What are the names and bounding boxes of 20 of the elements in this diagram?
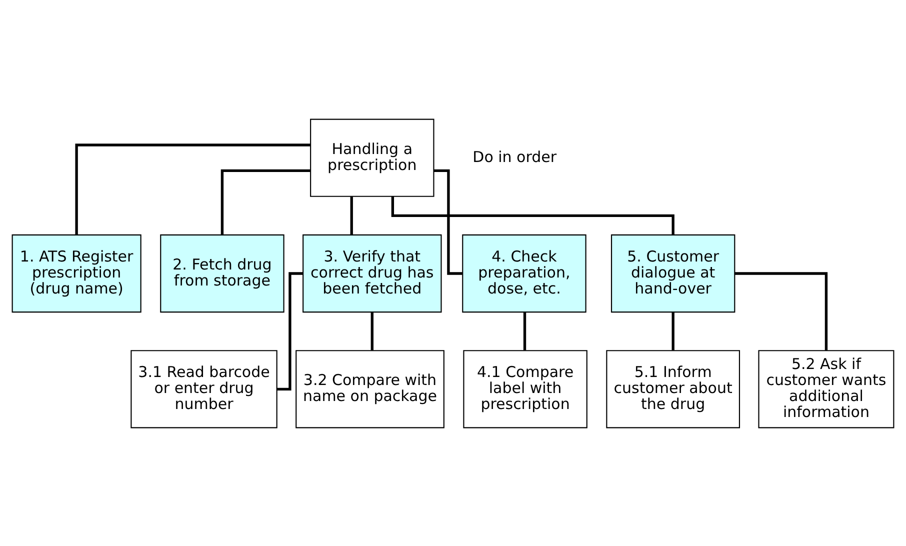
node-box: 3. Verify that correct drug has been fetched — [302, 234, 442, 312]
node-box: 4. Check preparation, dose, etc. — [462, 234, 586, 312]
node-box: 2. Fetch drug from storage — [160, 234, 284, 312]
node-box: 5. Customer dialogue at hand-over — [610, 234, 736, 312]
node-box: 1. ATS Register prescription (drug name) — [12, 234, 142, 312]
node-box: 3.1 Read barcode or enter drug number — [130, 350, 278, 428]
connector — [370, 312, 374, 350]
node-box: 5.1 Inform customer about the drug — [606, 350, 740, 428]
connector — [75, 143, 311, 234]
connector — [734, 272, 828, 350]
node-box: Handling a prescription — [310, 118, 434, 196]
node-box: 4.1 Compare label with prescription — [463, 350, 588, 428]
label: Do in order — [472, 147, 557, 166]
connector — [523, 312, 526, 350]
node-box: 3.2 Compare with name on package — [296, 350, 444, 428]
connector — [276, 272, 303, 390]
node-box: 5.2 Ask if customer wants additional information — [758, 350, 894, 428]
connector — [672, 312, 674, 350]
connector — [350, 196, 353, 234]
connector — [220, 168, 310, 234]
